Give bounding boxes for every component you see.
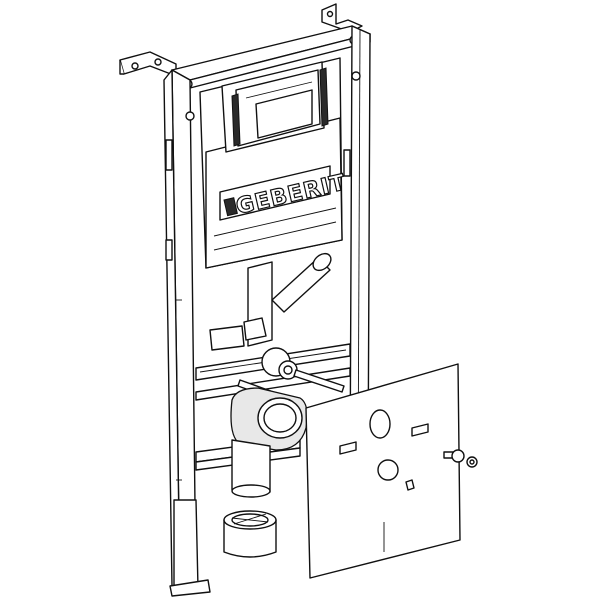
supply-pipe: [209, 252, 332, 351]
brand-logo-mark: [223, 197, 238, 217]
drain-bend: [230, 387, 308, 498]
right-wall-bracket: [321, 3, 363, 33]
side-fixing-clips: [165, 139, 351, 261]
left-wall-bracket: [119, 51, 177, 77]
fixing-bolt-set: [443, 449, 478, 468]
soundproofing-mat: [305, 363, 461, 579]
protective-plug: [223, 510, 277, 558]
flush-actuator-cutout: [221, 61, 329, 153]
